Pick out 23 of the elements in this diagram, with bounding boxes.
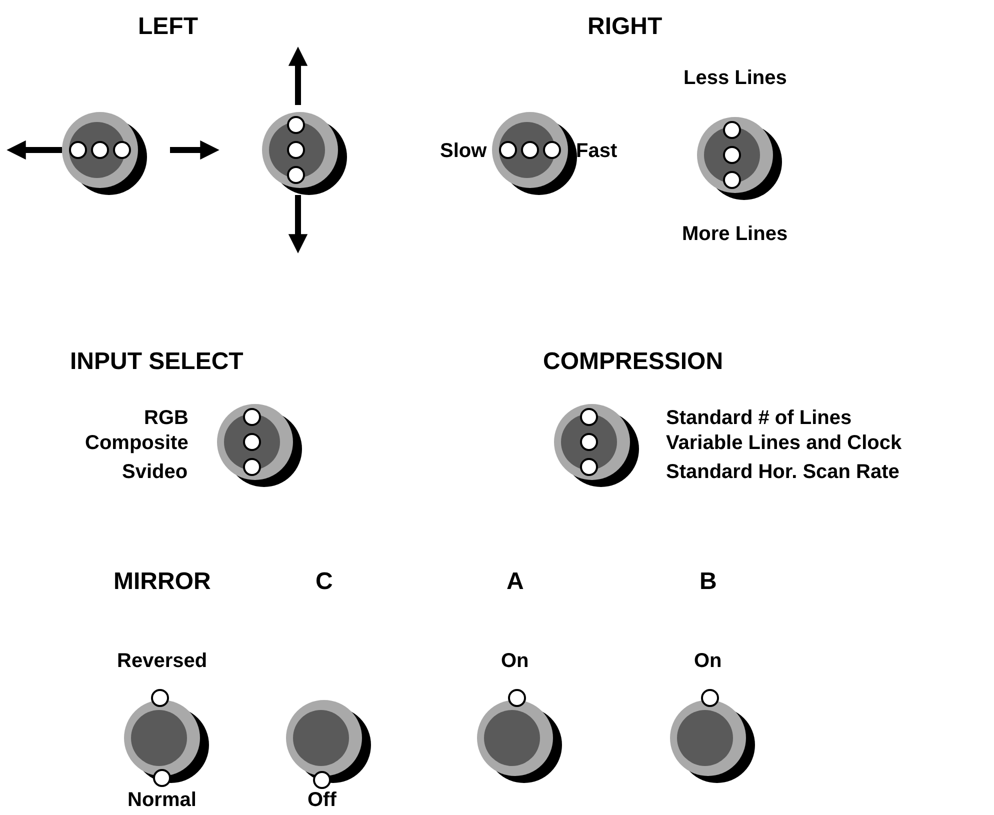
setting-label: Less Lines <box>684 68 787 88</box>
panel-heading: INPUT SELECT <box>70 350 244 374</box>
setting-label: Variable Lines and Clock <box>666 433 902 453</box>
panel-heading: B <box>700 570 717 594</box>
setting-label: More Lines <box>682 224 788 244</box>
setting-label: Normal <box>128 790 196 810</box>
panel-heading: RIGHT <box>588 15 662 39</box>
panel-heading: A <box>506 570 524 594</box>
setting-label: Composite <box>85 433 188 453</box>
setting-label: Svideo <box>122 462 188 482</box>
setting-label: Slow <box>440 141 487 161</box>
panel-heading: LEFT <box>138 15 198 39</box>
setting-label: On <box>501 651 529 671</box>
setting-label: Off <box>308 790 336 810</box>
setting-label: On <box>694 651 722 671</box>
panel-heading: COMPRESSION <box>543 350 724 374</box>
setting-label: Standard Hor. Scan Rate <box>666 462 900 482</box>
panel-heading: MIRROR <box>114 570 211 594</box>
setting-label: RGB <box>144 408 188 428</box>
panel-heading: C <box>316 570 333 594</box>
setting-label: Reversed <box>117 651 208 671</box>
setting-label: Standard # of Lines <box>666 408 852 428</box>
setting-label: Fast <box>576 141 618 161</box>
